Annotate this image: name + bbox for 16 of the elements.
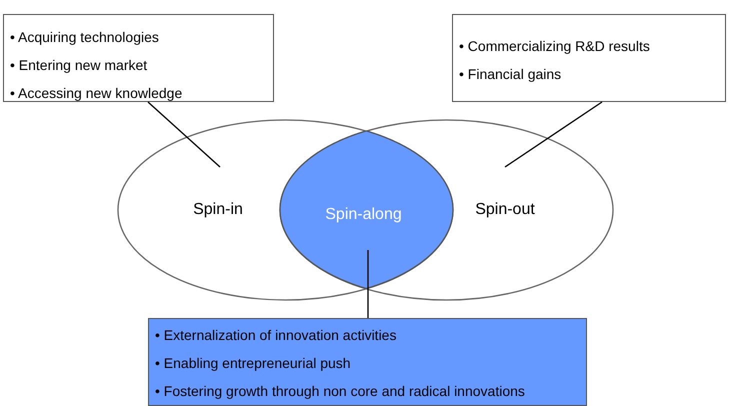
ellipse-label: Spin-out [475, 201, 535, 219]
text-box [452, 14, 726, 102]
text-box [148, 318, 587, 406]
bullet-item: • Externalization of innovation activities [155, 326, 398, 345]
bullet-item: • Fostering growth through non core and radical innovations [155, 382, 526, 401]
overlap-label: Spin-along [325, 206, 402, 224]
bullet-item: • Commercializing R&D results [459, 37, 651, 56]
leader-line [148, 102, 220, 168]
text-box [3, 14, 274, 102]
bullet-item: • Acquiring technologies [10, 28, 160, 47]
bullet-item: • Entering new market [10, 56, 148, 75]
bullet-item: • Financial gains [459, 65, 562, 84]
bullet-item: • Accessing new knowledge [10, 84, 184, 103]
bullet-item: • Enabling entrepreneurial push [155, 354, 352, 373]
ellipse-label: Spin-in [193, 201, 243, 219]
leader-line [504, 101, 602, 168]
